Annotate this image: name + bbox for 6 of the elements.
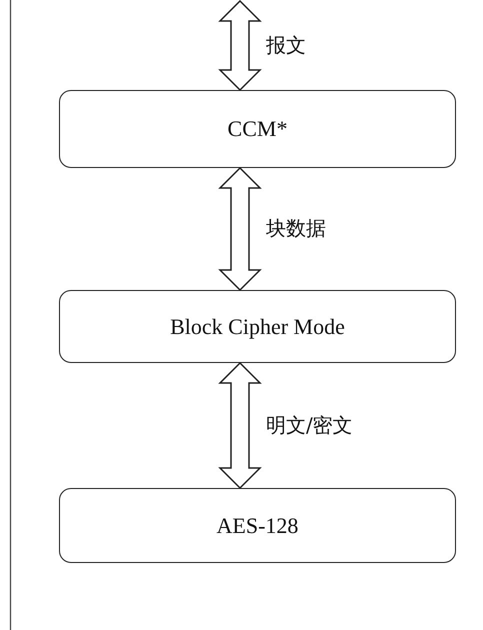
process-box: Block Cipher Mode bbox=[59, 290, 456, 363]
double-arrow bbox=[218, 0, 262, 92]
process-box: AES-128 bbox=[59, 488, 456, 563]
double-arrow bbox=[218, 166, 262, 292]
double-arrow bbox=[218, 362, 262, 490]
process-box: CCM* bbox=[59, 90, 456, 168]
